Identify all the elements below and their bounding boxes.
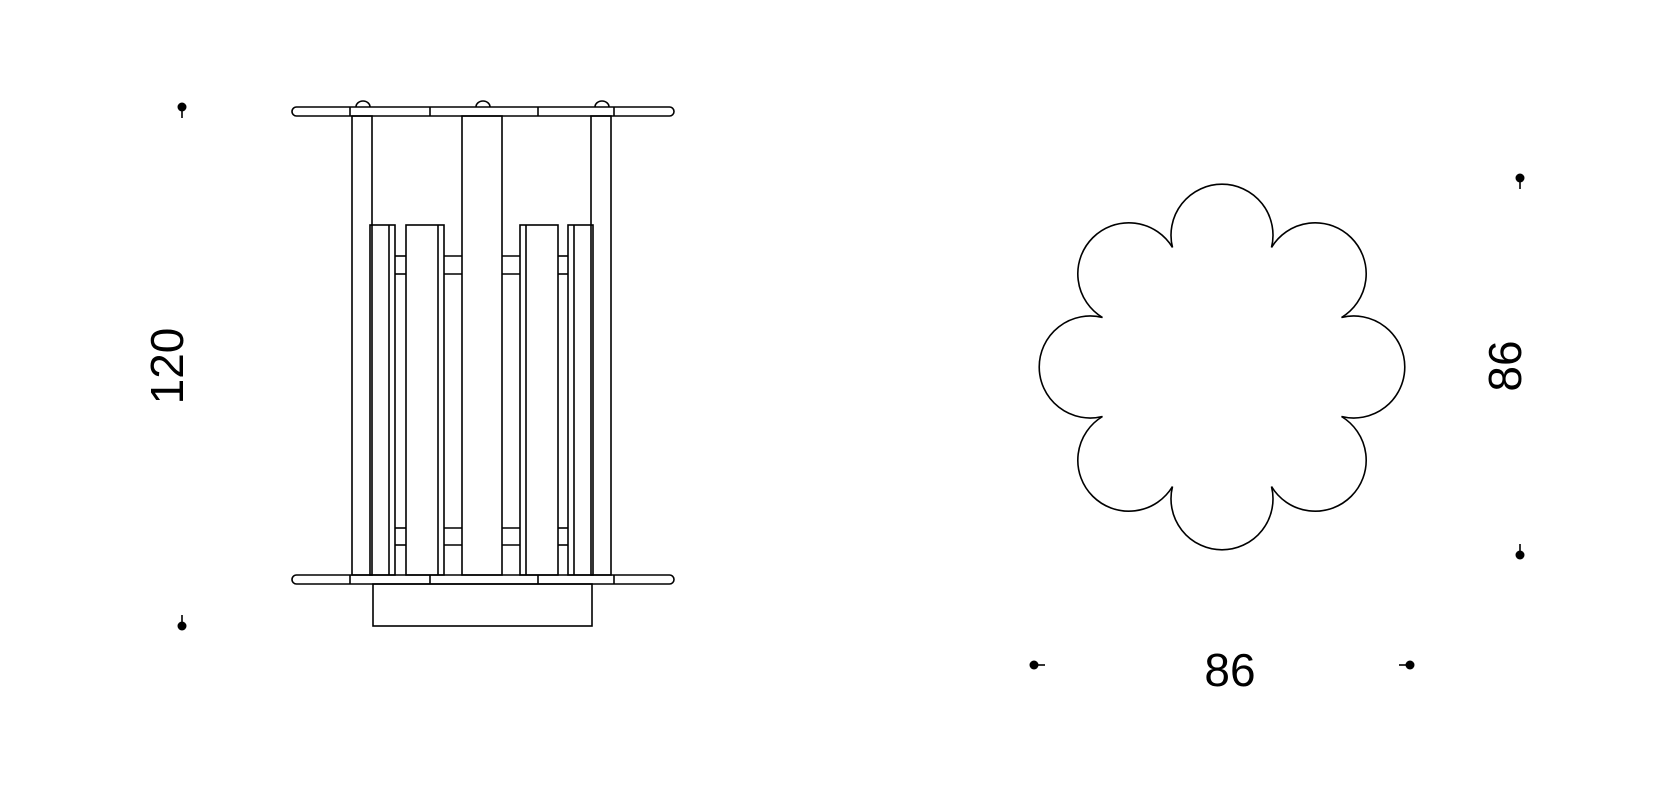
depth-label: 86 [1479, 340, 1531, 391]
top-plan-view [1038, 183, 1406, 551]
width-dimension: 86 [1029, 644, 1415, 696]
flower-tabletop-outline [1038, 183, 1406, 551]
left-slat-b [405, 224, 445, 576]
left-slat-a [369, 224, 396, 576]
top-knob [594, 100, 610, 108]
width-label: 86 [1204, 644, 1255, 696]
right-slat-b [519, 224, 559, 576]
left-outer-post [351, 115, 373, 576]
side-elevation-view [291, 100, 675, 627]
base-block [372, 583, 593, 627]
top-knob [355, 100, 371, 108]
height-label: 120 [141, 328, 193, 405]
center-post [461, 115, 503, 576]
depth-dimension: 86 [1479, 173, 1531, 560]
height-dimension: 120 [141, 102, 193, 631]
right-slat-a [567, 224, 594, 576]
right-outer-post [590, 115, 612, 576]
top-knob [475, 100, 491, 108]
